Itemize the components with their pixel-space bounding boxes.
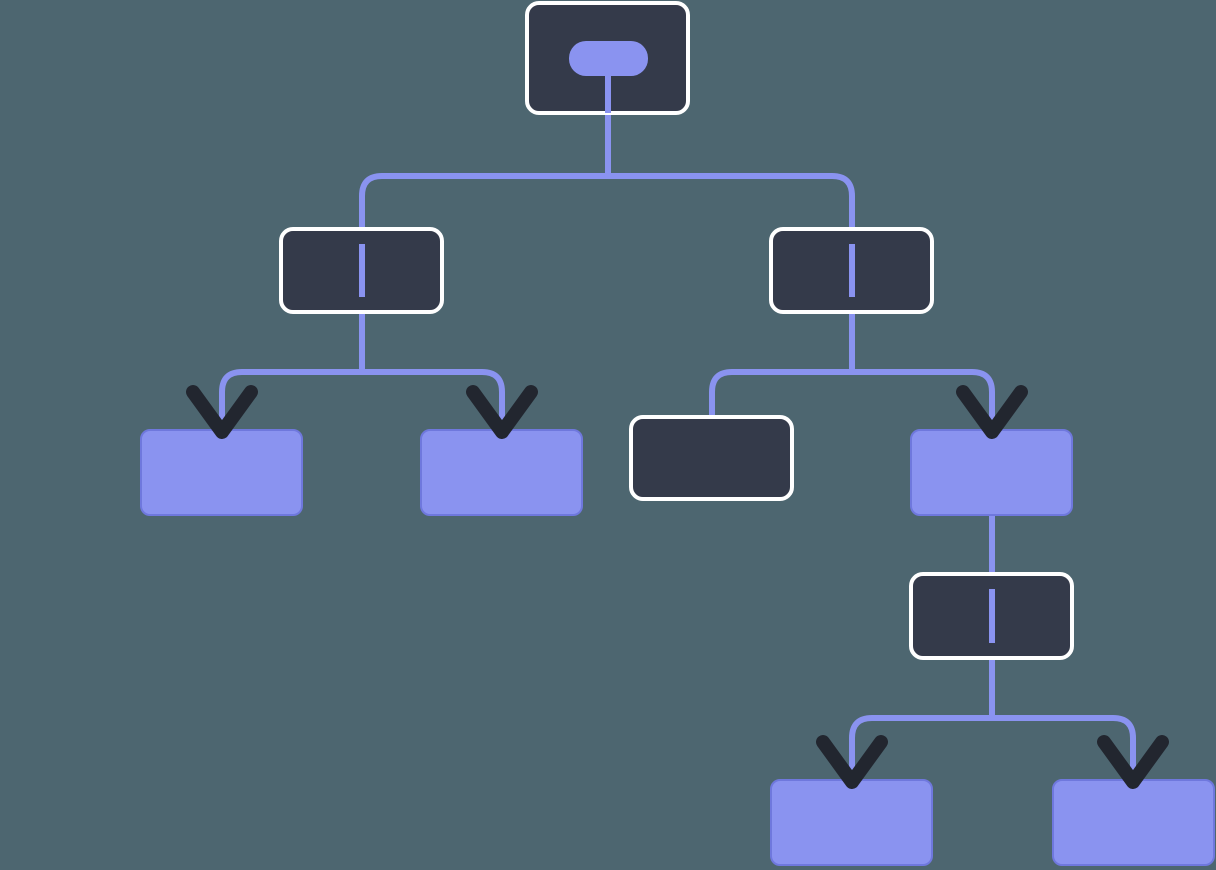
connector-root-to-right-branch <box>605 110 855 232</box>
connector-layer <box>219 110 1136 783</box>
node-layer <box>140 1 1215 866</box>
connector-lower-branch-to-leaf-5 <box>989 655 1136 783</box>
root-node[interactable] <box>525 1 690 115</box>
arrowhead-layer <box>186 385 1169 789</box>
leaf-node-4[interactable] <box>770 779 933 866</box>
leaf-node-2[interactable] <box>420 429 583 516</box>
leaf-node-2-box[interactable] <box>420 429 583 516</box>
leaf-node-1-box[interactable] <box>140 429 303 516</box>
arrowhead-chevron <box>1097 735 1169 789</box>
terminal-node-dark-box[interactable] <box>629 415 794 501</box>
branch-node-left[interactable] <box>279 227 444 314</box>
leaf-node-5[interactable] <box>1052 779 1215 866</box>
leaf-node-4-box[interactable] <box>770 779 933 866</box>
connector-lower-branch-to-leaf-4 <box>849 655 995 783</box>
root-pill-shape <box>569 41 648 76</box>
arrowhead-chevron <box>956 385 1028 439</box>
leaf-node-1[interactable] <box>140 429 303 516</box>
arrowhead-chevron <box>816 735 888 789</box>
connector-right-branch-to-terminal <box>709 309 855 420</box>
leaf-node-3[interactable] <box>910 429 1073 516</box>
connector-left-branch-to-leaf-1 <box>219 309 365 433</box>
terminal-node-dark[interactable] <box>629 415 794 501</box>
connector-root-to-left-branch <box>359 110 612 232</box>
leaf-node-5-box[interactable] <box>1052 779 1215 866</box>
arrowhead-chevron <box>186 385 258 439</box>
arrowhead-chevron <box>466 385 538 439</box>
branch-node-lower[interactable] <box>909 572 1074 660</box>
leaf-node-3-box[interactable] <box>910 429 1073 516</box>
connector-right-branch-to-leaf-3 <box>849 309 995 433</box>
branch-node-right[interactable] <box>769 227 934 314</box>
connector-left-branch-to-leaf-2 <box>359 309 505 433</box>
